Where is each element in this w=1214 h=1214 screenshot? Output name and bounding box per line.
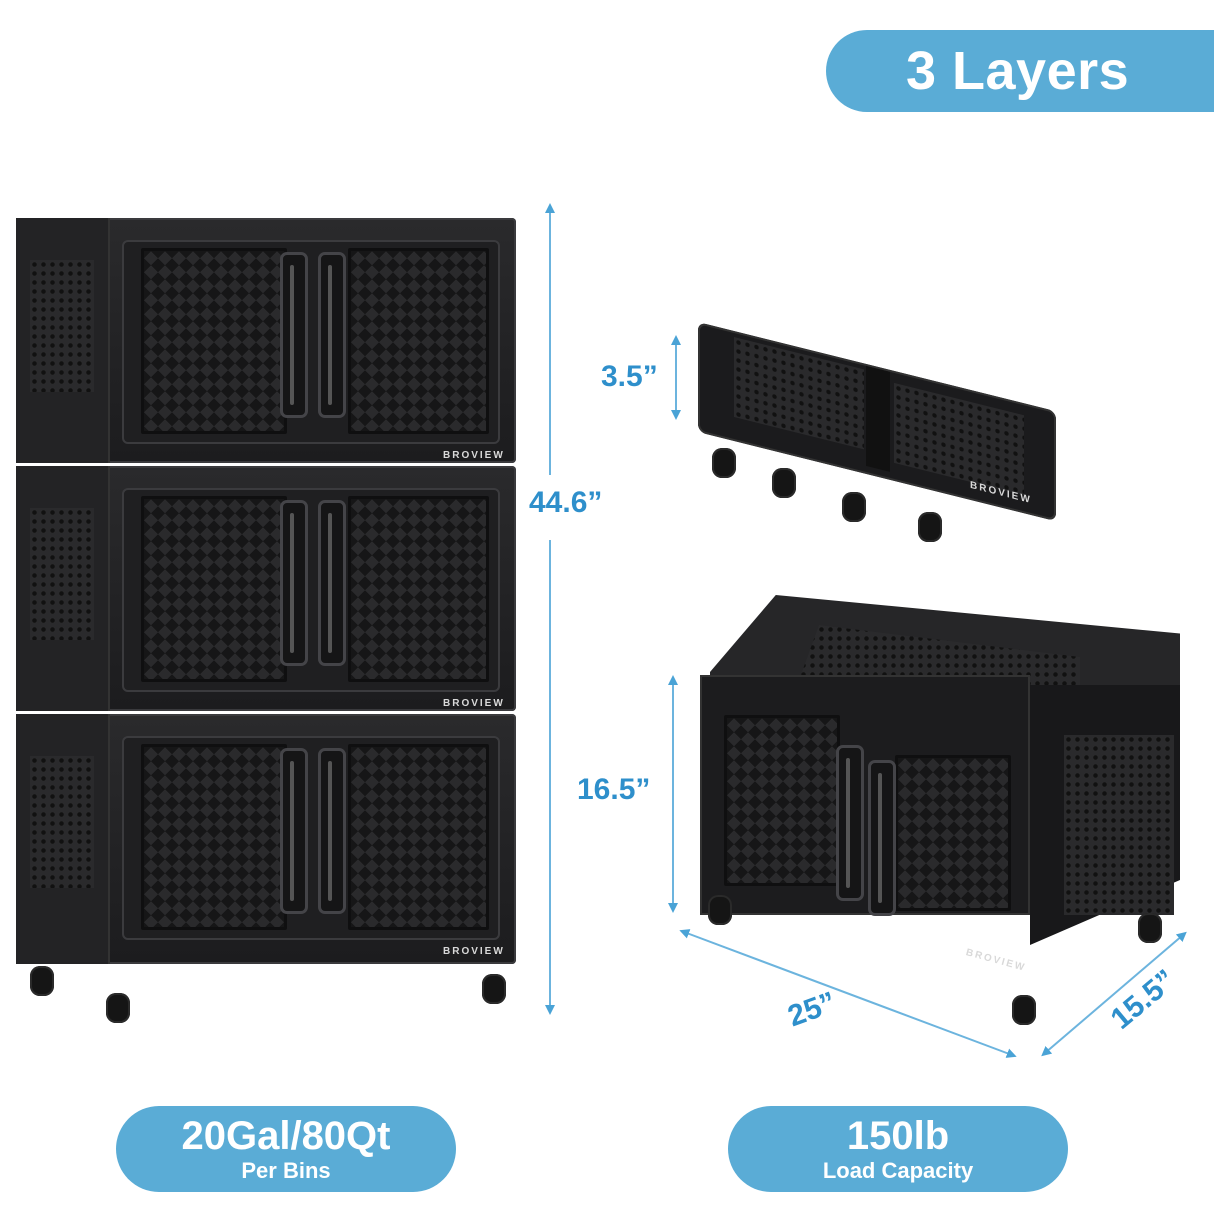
load-label: Load Capacity <box>822 1158 974 1183</box>
caster-wheel-icon <box>482 974 506 1004</box>
single-bin: BROVIEW <box>690 595 1190 1035</box>
capacity-label: Per Bins <box>241 1158 331 1183</box>
capacity-value: 20Gal/80Qt <box>181 1114 391 1158</box>
brand-logo: BROVIEW <box>443 946 505 957</box>
three-layer-cabinet: BROVIEW BROVIEW BROVIEW <box>16 218 516 1023</box>
caster-wheel-icon <box>1012 995 1036 1025</box>
caster-wheel-icon <box>30 966 54 996</box>
dimension-folded-height: 3.5” <box>601 360 658 393</box>
capacity-badge: 20Gal/80Qt Per Bins <box>116 1106 456 1192</box>
door-right[interactable] <box>895 755 1011 911</box>
cabinet-tier-2: BROVIEW <box>16 466 516 711</box>
layers-badge: 3 Layers <box>826 30 1214 112</box>
caster-wheel-icon <box>1138 913 1162 943</box>
dimension-single-height: 16.5” <box>577 773 651 806</box>
handle-icon[interactable] <box>280 252 308 418</box>
door-right[interactable] <box>348 248 489 434</box>
caster-wheel-icon <box>772 468 796 498</box>
brand-logo: BROVIEW <box>443 450 505 461</box>
door-right[interactable] <box>348 744 489 930</box>
caster-wheel-icon <box>106 993 130 1023</box>
handle-icon[interactable] <box>318 500 346 666</box>
caster-wheel-icon <box>918 512 942 542</box>
cabinet-tier-1: BROVIEW <box>16 218 516 463</box>
door-left[interactable] <box>724 715 840 886</box>
load-capacity-badge: 150lb Load Capacity <box>728 1106 1068 1192</box>
door-right[interactable] <box>348 496 489 682</box>
caster-wheel-icon <box>842 492 866 522</box>
handle-icon[interactable] <box>280 500 308 666</box>
handle-icon[interactable] <box>280 748 308 914</box>
handle-icon[interactable] <box>868 760 896 916</box>
handle-icon[interactable] <box>318 748 346 914</box>
door-left[interactable] <box>141 496 287 682</box>
handle-icon[interactable] <box>836 745 864 901</box>
folded-bin: BROVIEW <box>690 300 1060 542</box>
layers-badge-label: 3 Layers <box>906 41 1130 101</box>
caster-wheel-icon <box>708 895 732 925</box>
caster-wheel-icon <box>712 448 736 478</box>
cabinet-tier-3: BROVIEW <box>16 714 516 964</box>
handle-icon[interactable] <box>318 252 346 418</box>
dimension-total-height: 44.6” <box>529 486 603 519</box>
brand-logo: BROVIEW <box>443 698 505 709</box>
door-left[interactable] <box>141 744 287 930</box>
door-left[interactable] <box>141 248 287 434</box>
load-value: 150lb <box>846 1114 950 1158</box>
brand-logo: BROVIEW <box>964 947 1028 974</box>
